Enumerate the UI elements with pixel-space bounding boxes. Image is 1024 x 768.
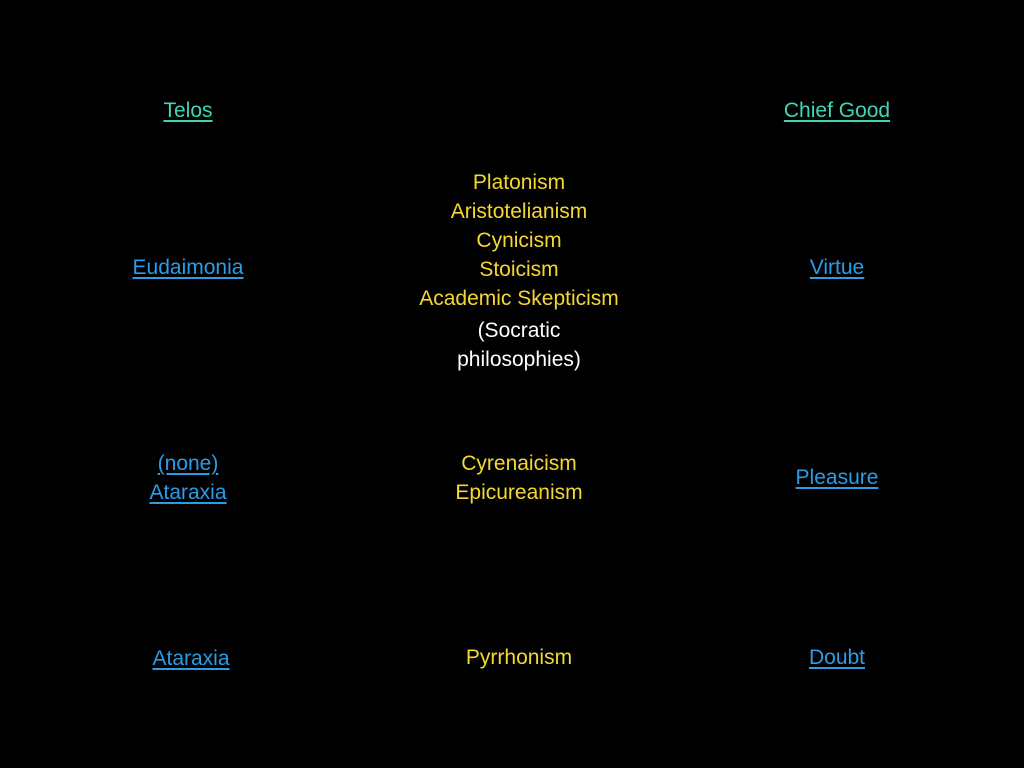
telos-ataraxia-pyrrhonist-link[interactable]: Ataraxia	[152, 647, 230, 670]
telos-none-link[interactable]: (none)	[157, 452, 219, 475]
chief-good-pleasure-link[interactable]: Pleasure	[795, 466, 879, 489]
schools-hedonist-list: Cyrenaicism Epicureanism	[455, 449, 582, 507]
school-item: Stoicism	[479, 258, 559, 281]
school-item: Academic Skepticism	[419, 287, 619, 310]
chief-good-virtue-link[interactable]: Virtue	[809, 256, 865, 279]
school-item: Cyrenaicism	[461, 452, 577, 475]
school-item: Epicureanism	[455, 481, 583, 504]
telos-hedonist-cell: (none) Ataraxia	[149, 449, 226, 507]
socratic-note: (Socratic philosophies)	[457, 316, 581, 374]
school-item: Aristotelianism	[450, 200, 588, 223]
school-item: Cynicism	[476, 229, 562, 252]
telos-eudaimonia-link[interactable]: Eudaimonia	[132, 256, 244, 279]
header-chief-good-link[interactable]: Chief Good	[783, 99, 891, 122]
note-line: philosophies)	[457, 348, 581, 371]
chief-good-doubt-link[interactable]: Doubt	[808, 646, 866, 669]
schools-socratic-list: Platonism Aristotelianism Cynicism Stoic…	[419, 168, 619, 313]
school-item: Pyrrhonism	[465, 646, 573, 669]
schools-pyrrhonist-list: Pyrrhonism	[466, 643, 572, 672]
school-item: Platonism	[472, 171, 566, 194]
header-telos-link[interactable]: Telos	[163, 99, 213, 122]
note-line: (Socratic	[477, 319, 561, 342]
telos-ataraxia-link[interactable]: Ataraxia	[149, 481, 227, 504]
